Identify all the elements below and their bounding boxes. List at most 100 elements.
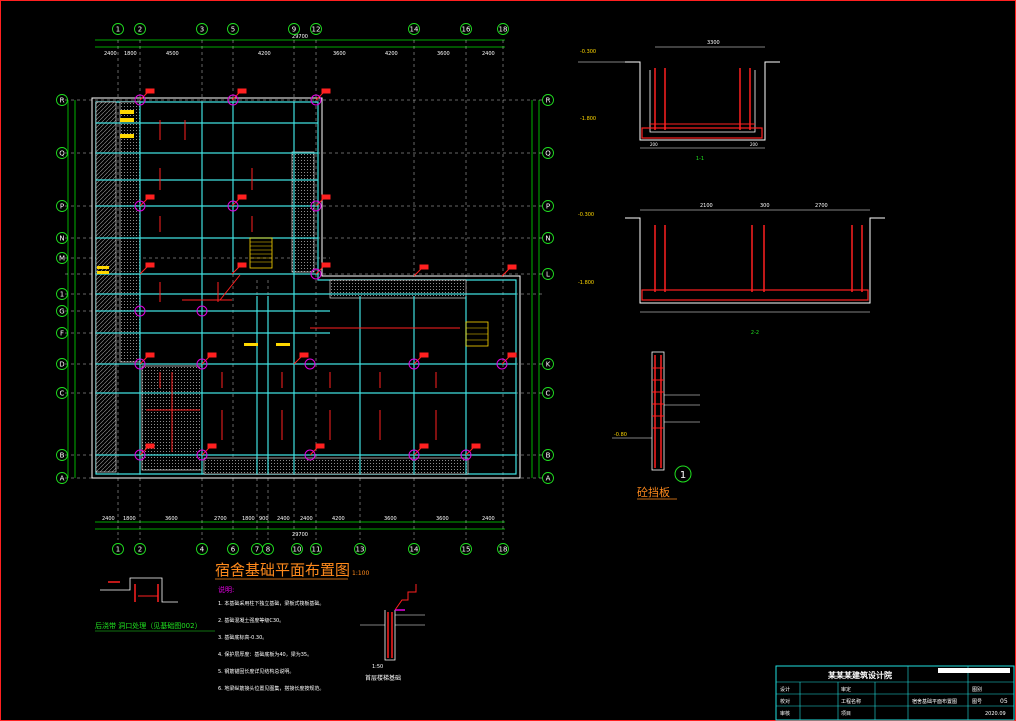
axis-bottom-12-bubble: [497, 543, 509, 555]
bottom-dim-6: 900: [259, 516, 269, 522]
guard-plate-circle-num: 1: [680, 470, 686, 481]
sec2-elev-top: -0.300: [578, 212, 594, 218]
axis-bottom-11-bubble: [460, 543, 472, 555]
sec1-elev-bottom: -1.800: [580, 116, 596, 122]
axis-right-8-bubble: [542, 449, 554, 461]
axis-left-2-label: Q: [59, 150, 65, 158]
sec2-dim-a: 2100: [700, 203, 713, 209]
bottom-dim-12: 2400: [482, 516, 495, 522]
axis-bottom-8-label: 11: [312, 546, 321, 554]
axis-left-10-bubble: [56, 387, 68, 399]
axis-right-9-label: A: [546, 475, 551, 483]
axis-left-5-label: M: [59, 255, 65, 263]
sec2-dim-c: 2700: [815, 203, 828, 209]
hatched-strip-bottom: [203, 457, 469, 475]
bottom-dim-9: 4200: [332, 516, 345, 522]
axis-right-2-bubble: [542, 147, 554, 159]
axis-right-2-label: Q: [545, 150, 551, 158]
sec1-dim-a: 200: [650, 142, 658, 147]
section-2-2: 2100 300 2700 -0.300 -1.800 2-2: [578, 203, 885, 336]
axis-left-1-bubble: [56, 94, 68, 106]
axis-bottom-7-label: 10: [293, 546, 302, 554]
axis-top-4-bubble: [227, 23, 239, 35]
axis-left-12-label: A: [60, 475, 65, 483]
axis-right-9-bubble: [542, 472, 554, 484]
note-line-2: 2. 基础混凝土强度等级C30。: [218, 617, 284, 624]
sec1-dim-width: 3300: [707, 40, 720, 46]
axis-left-8-bubble: [56, 327, 68, 339]
tb-field-3: 审核: [780, 710, 790, 717]
axis-left-10-label: C: [60, 390, 65, 398]
axis-top-9-label: 18: [499, 26, 508, 34]
axis-right-5-bubble: [542, 268, 554, 280]
axis-left-11-bubble: [56, 449, 68, 461]
axis-right-8-label: B: [546, 452, 551, 460]
axis-left-4-bubble: [56, 232, 68, 244]
axis-left-4-label: N: [59, 235, 64, 243]
axis-bottom-11-label: 15: [462, 546, 471, 554]
axis-bottom-5-label: 7: [255, 546, 259, 554]
drawing-title: 宿舍基础平面布置图: [215, 561, 350, 579]
bottom-dim-4: 2700: [214, 516, 227, 522]
axis-right-5-label: L: [546, 271, 550, 279]
axis-bottom-4-bubble: [227, 543, 239, 555]
axis-top-3-bubble: [196, 23, 208, 35]
axis-left-1-label: R: [60, 97, 65, 105]
detail-post-pour: 后浇带 洞口处理（见基础图002）: [95, 577, 215, 632]
axis-bottom-3-bubble: [196, 543, 208, 555]
drawing-scale: 1:100: [352, 570, 369, 577]
hatched-strip-left: [95, 101, 117, 473]
axis-top-5-label: 9: [292, 26, 296, 34]
title-block: 某某某建筑设计院 设计 校对 审核 审定 工程名称 项目 宿舍基础平面布置图 图…: [775, 665, 1015, 721]
hatched-strip-core: [291, 151, 315, 273]
axis-right-3-label: P: [546, 203, 550, 211]
axis-left-9-bubble: [56, 358, 68, 370]
top-dim-6: 4200: [385, 51, 398, 57]
top-dim-1: 2400: [104, 51, 117, 57]
stair-well: [249, 237, 489, 347]
sec2-dim-b: 300: [760, 203, 770, 209]
axis-right-7-bubble: [542, 387, 554, 399]
tb-field-2: 校对: [780, 698, 790, 705]
axis-bottom-12-label: 18: [499, 546, 508, 554]
hatched-strip-top: [329, 279, 467, 299]
axis-top-1-bubble: [112, 23, 124, 35]
overall-dim-top: 29700: [292, 34, 308, 40]
axis-top-7-bubble: [408, 23, 420, 35]
note-line-5: 5. 钢筋锚固长度详见结构总说明。: [218, 668, 294, 675]
tb-field-4: 审定: [841, 686, 851, 693]
top-dim-2: 1800: [124, 51, 137, 57]
axis-right-4-label: N: [545, 235, 550, 243]
column-markers: [134, 94, 508, 461]
axis-top-7-label: 14: [410, 26, 419, 34]
tb-drawing-name: 宿舍基础平面布置图: [912, 698, 957, 705]
axis-top-6-label: 12: [312, 26, 321, 34]
axis-bottom-2-bubble: [134, 543, 146, 555]
axis-left-7-label: G: [59, 308, 64, 316]
tb-field-1: 设计: [780, 686, 790, 693]
tb-org: 某某某建筑设计院: [827, 670, 892, 680]
axis-left-5-bubble: [56, 252, 68, 264]
axis-bottom-8-bubble: [310, 543, 322, 555]
axis-top-3-label: 3: [200, 26, 204, 34]
sec1-dim-b: 200: [750, 142, 758, 147]
axis-left-2-bubble: [56, 147, 68, 159]
tb-date: 2020.09: [985, 711, 1006, 717]
axis-top-4-label: 5: [231, 26, 235, 34]
notes-header: 说明:: [218, 585, 234, 594]
axis-bottom-6-bubble: [262, 543, 274, 555]
building-outline: [91, 97, 521, 479]
bottom-dim-8: 2400: [300, 516, 313, 522]
axis-bottom-1-bubble: [112, 543, 124, 555]
axis-bottom-9-label: 13: [356, 546, 365, 554]
axis-top-6-bubble: [310, 23, 322, 35]
overall-dim-bottom: 29700: [292, 532, 308, 538]
sec1-elev-top: -0.300: [580, 49, 596, 55]
axis-top-5-bubble: [288, 23, 300, 35]
axis-top-2-label: 2: [138, 26, 142, 34]
axis-bottom-7-bubble: [291, 543, 303, 555]
